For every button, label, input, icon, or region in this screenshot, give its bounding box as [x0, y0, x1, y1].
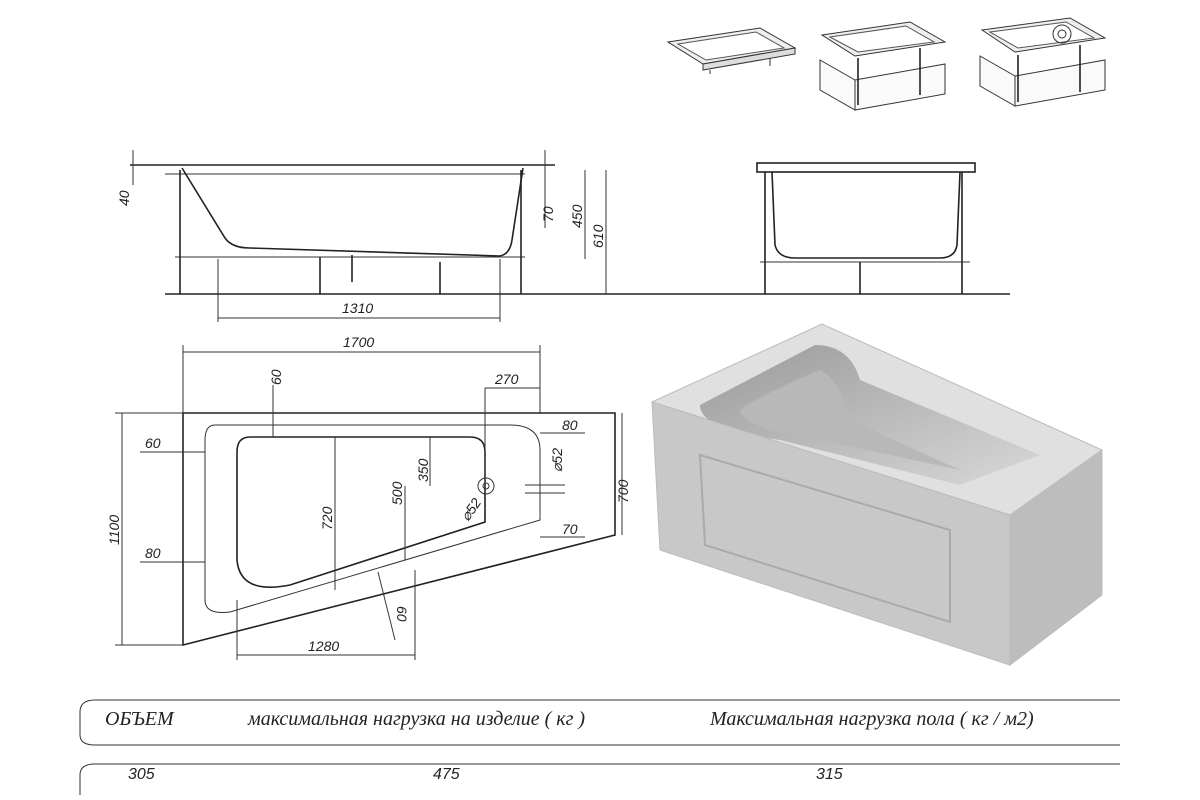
dim-inner-top: 60	[268, 369, 284, 385]
dim-length: 1700	[343, 334, 374, 350]
dim-depth: 450	[569, 204, 585, 228]
thumbnail-bathtub-hydro	[979, 17, 1107, 107]
dim-edge: 70	[540, 206, 556, 222]
dim-offset-right: 270	[494, 371, 519, 387]
thumbnail-bathtub-frame	[819, 21, 947, 111]
top-view: 1700 1100 700 60 60 80 270 350 500 720 8…	[106, 334, 631, 660]
specs-table-lines	[79, 699, 1120, 795]
dim-drain-depth: 500	[389, 481, 405, 505]
dim-right-width: 700	[615, 479, 631, 503]
thumbnail-bathtub	[666, 27, 797, 74]
dim-bottom-length: 1310	[342, 300, 373, 316]
dim-height: 610	[590, 224, 606, 248]
end-view	[756, 162, 976, 294]
header-max-load-product: максимальная нагрузка на изделие ( кг )	[248, 708, 586, 730]
dim-diag: 60	[394, 606, 410, 622]
bathtub-render	[650, 323, 1104, 667]
dim-width: 1100	[106, 515, 122, 545]
dim-overflow: 80	[562, 417, 578, 433]
dim-overflow-diam: ⌀52	[549, 448, 565, 472]
dim-drain-diam: ⌀52	[457, 495, 484, 524]
value-max-load-floor: 315	[816, 766, 843, 783]
dim-inner-left-top: 60	[145, 435, 161, 451]
dim-drain-y: 350	[415, 458, 431, 482]
dim-inner-left-bottom: 80	[145, 545, 161, 561]
dim-bottom-length-top: 1280	[308, 638, 339, 654]
dim-bowl-width: 720	[319, 506, 335, 530]
value-max-load-product: 475	[433, 766, 460, 783]
dim-rim: 40	[116, 190, 132, 206]
header-volume: ОБЪЕМ	[105, 708, 174, 730]
side-view: 40 70 450 610 1310	[116, 150, 1010, 322]
value-volume: 305	[128, 766, 155, 783]
dim-right-edge: 70	[562, 521, 578, 537]
header-max-load-floor: Максимальная нагрузка пола ( кг / м2)	[710, 708, 1034, 730]
